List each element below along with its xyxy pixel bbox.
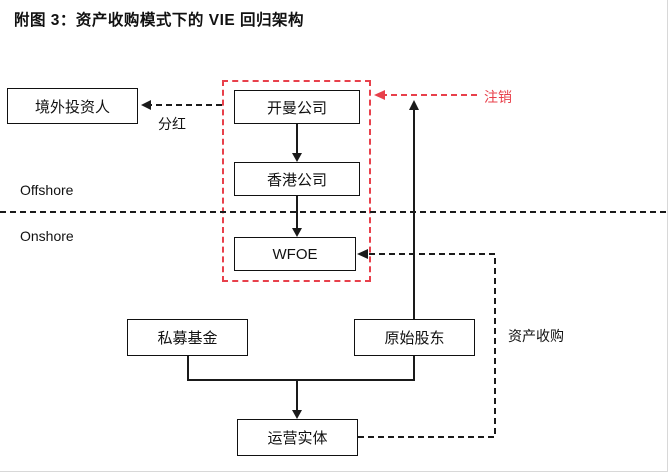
box-pe-fund-label: 私募基金 bbox=[157, 330, 218, 347]
box-hongkong-company-label: 香港公司 bbox=[266, 171, 327, 189]
arrow-shareholders-cayman-head bbox=[409, 100, 419, 110]
label-offshore: Offshore bbox=[20, 182, 74, 198]
box-overseas-investor: 境外投资人 bbox=[7, 88, 138, 124]
box-operating-entity-label: 运营实体 bbox=[267, 430, 328, 447]
box-operating-entity: 运营实体 bbox=[237, 419, 358, 456]
figure-title: 附图 3：资产收购模式下的 VIE 回归架构 bbox=[14, 12, 305, 29]
box-hongkong-company: 香港公司 bbox=[234, 162, 360, 196]
label-asset-acquisition: 资产收购 bbox=[508, 328, 564, 344]
arrow-deregister-head bbox=[374, 90, 385, 100]
arrow-dividend-head bbox=[141, 100, 151, 110]
box-cayman-company-label: 开曼公司 bbox=[266, 99, 327, 117]
deregister-group-outline bbox=[222, 80, 371, 282]
box-wfoe: WFOE bbox=[234, 237, 356, 271]
box-overseas-investor-label: 境外投资人 bbox=[34, 98, 110, 116]
label-dividend: 分红 bbox=[158, 116, 186, 132]
box-original-shareholders: 原始股东 bbox=[354, 319, 475, 356]
box-wfoe-label: WFOE bbox=[272, 245, 318, 263]
box-cayman-company: 开曼公司 bbox=[234, 90, 360, 124]
arrow-to-operating-entity-head bbox=[292, 410, 302, 419]
box-original-shareholders-label: 原始股东 bbox=[384, 330, 445, 347]
label-onshore: Onshore bbox=[20, 228, 74, 244]
label-deregister: 注销 bbox=[484, 89, 512, 105]
box-pe-fund: 私募基金 bbox=[127, 319, 248, 356]
